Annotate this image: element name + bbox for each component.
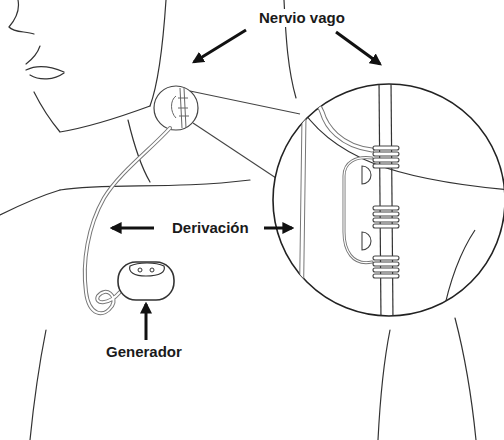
coil-turn xyxy=(373,274,399,278)
zoom-detail xyxy=(296,80,504,330)
coil-turn xyxy=(373,256,399,260)
neck-electrode-mini xyxy=(172,88,190,128)
generator xyxy=(118,262,174,300)
coil-turn xyxy=(373,146,399,150)
coil-turn xyxy=(373,152,399,156)
coil-turn xyxy=(373,262,399,266)
zoom-circle xyxy=(273,84,504,316)
pointer-arrows xyxy=(112,30,380,340)
zoom-source-circle xyxy=(154,86,198,130)
part-label: Nervio vago xyxy=(257,9,347,27)
coil-turn xyxy=(373,206,399,210)
coil-turn xyxy=(373,164,399,168)
coil-turn xyxy=(373,212,399,216)
coil-turn xyxy=(373,224,399,228)
electrode-coils xyxy=(362,146,399,278)
part-label: Generador xyxy=(104,343,184,361)
part-label: Derivación xyxy=(170,219,251,237)
coil-turn xyxy=(373,268,399,272)
coil-turn xyxy=(373,158,399,162)
coil-turn xyxy=(373,218,399,222)
